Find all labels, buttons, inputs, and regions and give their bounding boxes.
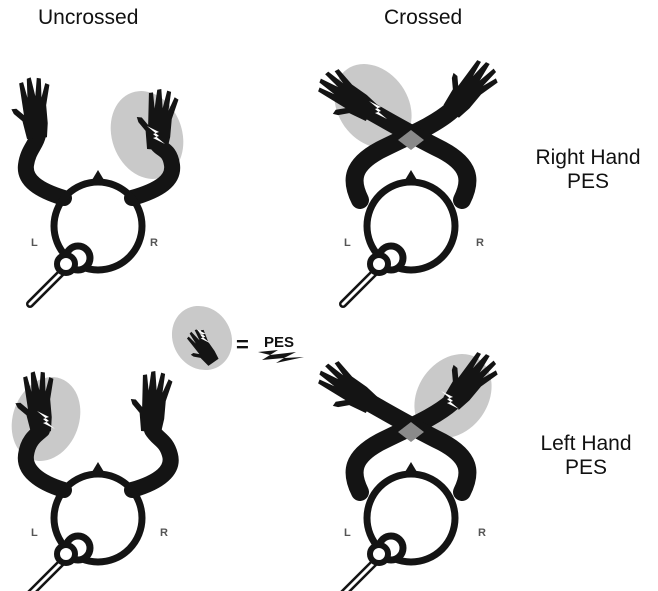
- key-icon: [30, 246, 90, 304]
- legend-pes-bolt-icon: [258, 350, 304, 363]
- figure-uncrossed-left: L R: [0, 367, 173, 591]
- side-label-left: L: [31, 527, 38, 539]
- key-icon: [30, 536, 90, 591]
- side-label-right: R: [476, 237, 484, 249]
- legend: = PES: [160, 295, 304, 381]
- figure-uncrossed-right: L R: [9, 76, 196, 304]
- side-label-left: L: [344, 527, 351, 539]
- legend-pes-label: PES: [264, 334, 294, 351]
- hand-icon-right: [128, 369, 173, 433]
- side-label-left: L: [31, 237, 38, 249]
- key-icon: [343, 536, 403, 591]
- side-label-right: R: [160, 527, 168, 539]
- side-label-right: R: [478, 527, 486, 539]
- right-arm: [132, 430, 171, 490]
- figure-crossed-left: L R: [308, 339, 507, 591]
- key-icon: [343, 246, 403, 304]
- hand-icon-left: [9, 76, 54, 140]
- legend-equals: =: [236, 332, 249, 357]
- figure-crossed-right: L R: [308, 49, 503, 304]
- hand-icon-other: [308, 356, 381, 424]
- left-arm: [26, 135, 64, 198]
- side-label-left: L: [344, 237, 351, 249]
- side-label-right: R: [150, 237, 158, 249]
